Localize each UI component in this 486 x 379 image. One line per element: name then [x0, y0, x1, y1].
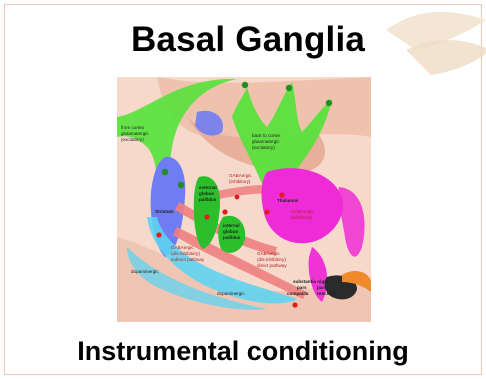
svg-text:pallidus: pallidus — [199, 197, 217, 202]
label-from-cortex: from cortex — [121, 125, 145, 130]
synapse-dot — [204, 214, 209, 219]
label-external-gp-3: pallidus — [199, 197, 217, 202]
svg-text:GABAergic: GABAergic — [229, 173, 252, 178]
svg-text:reticulata: reticulata — [317, 291, 338, 296]
synapse-dot — [235, 195, 240, 200]
label-gaba-2-effect: (inhibitory) — [291, 215, 313, 220]
label-internal-gp-2: globus — [223, 229, 239, 234]
slide-title: Basal Ganglia — [0, 20, 486, 60]
synapse-dot — [264, 209, 269, 214]
label-substantia-5: reticulata — [317, 291, 338, 296]
label-back-to-cortex: back to cortex — [252, 133, 281, 138]
label-gaba-1: GABAergic — [229, 173, 252, 178]
label-indirect-2: (dis-inhibitory) — [171, 251, 200, 256]
label-direct-3: direct pathway — [257, 263, 287, 268]
svg-text:compacta: compacta — [287, 291, 309, 296]
label-dopaminergic-1: dopaminergic — [131, 269, 159, 274]
synapse-dot — [279, 192, 284, 197]
label-direct-2: (dis-inhibitory) — [257, 257, 286, 262]
label-external-gp-2: globus — [199, 191, 215, 196]
label-substantia-2: pars — [297, 285, 307, 290]
label-internal-gp-1: internal — [223, 223, 240, 228]
plus-marker — [162, 169, 168, 175]
label-striatum: Striatum — [155, 209, 174, 214]
label-dopaminergic-2: dopaminergic — [217, 291, 245, 296]
label-gaba-1-effect: (inhibitory) — [229, 179, 251, 184]
synapse-dot — [292, 302, 297, 307]
svg-text:(inhibitory): (inhibitory) — [291, 215, 313, 220]
svg-text:pars: pars — [317, 285, 327, 290]
svg-text:dopaminergic: dopaminergic — [217, 291, 245, 296]
svg-text:from cortex: from cortex — [121, 125, 145, 130]
label-indirect-3: indirect pathway — [171, 257, 205, 262]
svg-text:(dis-inhibitory): (dis-inhibitory) — [257, 257, 286, 262]
label-indirect-1: GABAergic — [171, 245, 194, 250]
synapse-dot — [222, 209, 227, 214]
svg-text:direct pathway: direct pathway — [257, 263, 287, 268]
svg-text:(excitatory): (excitatory) — [252, 145, 275, 150]
label-substantia-1: substantia nigra — [293, 279, 329, 284]
svg-text:pallidus: pallidus — [223, 235, 241, 240]
svg-text:glutamatergic: glutamatergic — [121, 131, 149, 136]
svg-text:GABAergic: GABAergic — [291, 209, 314, 214]
label-external-gp-1: external — [199, 185, 217, 190]
svg-text:(excitatory): (excitatory) — [121, 137, 144, 142]
thalamus-region — [261, 168, 343, 243]
right-pink-structure — [339, 187, 365, 257]
svg-text:GABAergic: GABAergic — [171, 245, 194, 250]
svg-text:indirect pathway: indirect pathway — [171, 257, 205, 262]
svg-text:glutamatergic: glutamatergic — [252, 139, 280, 144]
svg-text:pars: pars — [297, 285, 307, 290]
svg-text:Thalamus: Thalamus — [277, 198, 299, 203]
svg-text:dopaminergic: dopaminergic — [131, 269, 159, 274]
label-from-cortex-type: glutamatergic — [121, 131, 149, 136]
svg-text:substantia nigra: substantia nigra — [293, 279, 329, 284]
plus-marker — [242, 82, 248, 88]
svg-text:internal: internal — [223, 223, 240, 228]
label-substantia-4: pars — [317, 285, 327, 290]
label-back-to-cortex-type: glutamatergic — [252, 139, 280, 144]
label-back-to-cortex-effect: (excitatory) — [252, 145, 275, 150]
basal-ganglia-diagram: from cortex glutamatergic (excitatory) b… — [117, 77, 371, 322]
label-gaba-2: GABAergic — [291, 209, 314, 214]
svg-text:back to cortex: back to cortex — [252, 133, 281, 138]
svg-text:GABAergic: GABAergic — [257, 251, 280, 256]
label-direct-1: GABAergic — [257, 251, 280, 256]
label-from-cortex-effect: (excitatory) — [121, 137, 144, 142]
plus-marker — [286, 85, 292, 91]
svg-text:Striatum: Striatum — [155, 209, 174, 214]
label-substantia-3: compacta — [287, 291, 309, 296]
slide-subtitle: Instrumental conditioning — [0, 336, 486, 367]
label-internal-gp-3: pallidus — [223, 235, 241, 240]
svg-text:(dis-inhibitory): (dis-inhibitory) — [171, 251, 200, 256]
svg-text:(inhibitory): (inhibitory) — [229, 179, 251, 184]
plus-marker — [178, 182, 184, 188]
label-thalamus: Thalamus — [277, 198, 299, 203]
svg-text:globus: globus — [223, 229, 239, 234]
synapse-dot — [156, 232, 161, 237]
svg-text:external: external — [199, 185, 217, 190]
svg-text:globus: globus — [199, 191, 215, 196]
plus-marker — [326, 100, 332, 106]
